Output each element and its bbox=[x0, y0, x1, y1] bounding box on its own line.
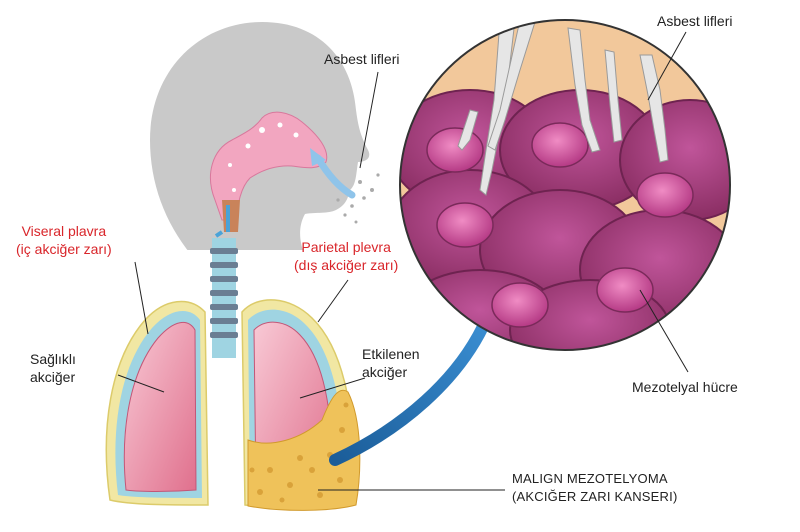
nasal-airway bbox=[210, 111, 328, 238]
trachea bbox=[210, 238, 238, 358]
healthy-lung bbox=[105, 300, 209, 506]
asbestos-fibers-label-left: Asbest lifleri bbox=[324, 51, 400, 67]
inhale-arrow-head bbox=[310, 148, 326, 166]
leader-lines bbox=[117, 31, 689, 491]
asbestos-fibers-label-right: Asbest lifleri bbox=[657, 13, 733, 29]
malignant-mesothelioma-label: MALIGN MEZOTELYOMA (AKCIĞER ZARI KANSERI… bbox=[512, 471, 678, 504]
magnified-view-border bbox=[399, 19, 731, 351]
cell-nuclei bbox=[426, 122, 694, 328]
mesothelial-cell-label: Mezotelyal hücre bbox=[632, 379, 738, 395]
affected-lung-label: Etkilenen akciğer bbox=[362, 346, 420, 380]
magnified-view bbox=[400, 20, 730, 350]
tumor-mass bbox=[247, 389, 361, 511]
magnify-arrow bbox=[329, 312, 493, 466]
parietal-pleura-label: Parietal plevra (dış akciğer zarı) bbox=[294, 239, 399, 273]
asbestos-fibers bbox=[457, 20, 669, 196]
healthy-lung-label: Sağlıklı akciğer bbox=[30, 351, 76, 385]
asbestos-particles bbox=[336, 173, 380, 224]
visceral-pleura-label: Viseral plavra (iç akciğer zarı) bbox=[16, 223, 112, 257]
